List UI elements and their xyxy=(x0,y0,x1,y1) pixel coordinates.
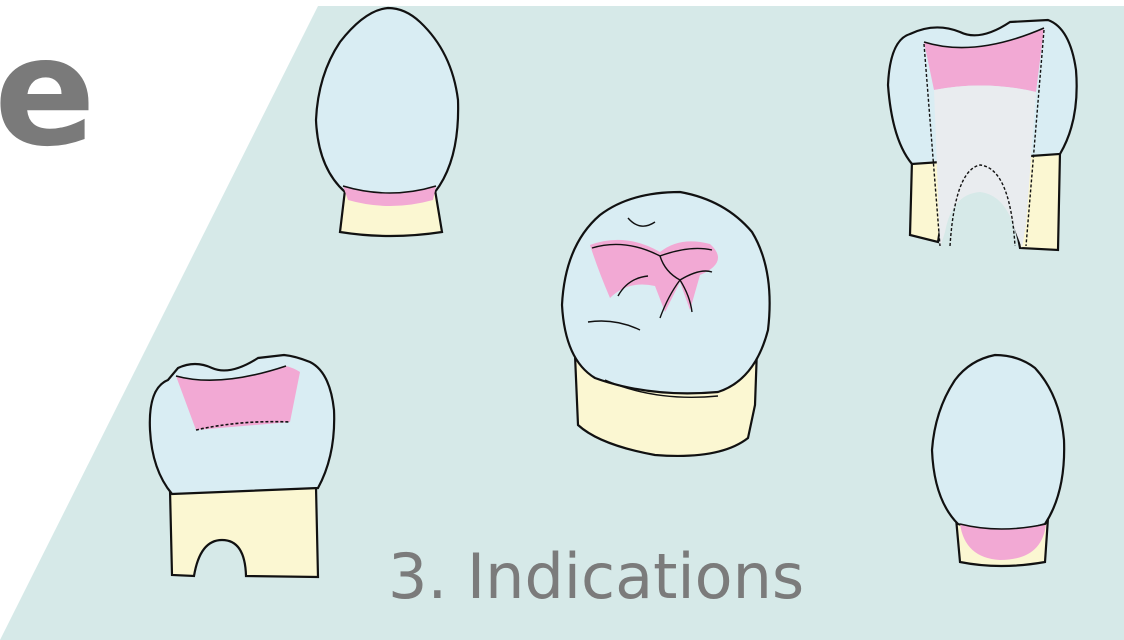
molar-deep-cavity-icon xyxy=(888,20,1077,250)
incisor-root-surface-lesion-icon xyxy=(932,355,1064,566)
incisor-cervical-lesion-icon xyxy=(316,8,458,236)
molar-occlusal-fissures-icon xyxy=(562,192,770,456)
molar-interproximal-cavity-icon xyxy=(150,355,334,577)
section-label: 3. Indications xyxy=(388,546,804,608)
